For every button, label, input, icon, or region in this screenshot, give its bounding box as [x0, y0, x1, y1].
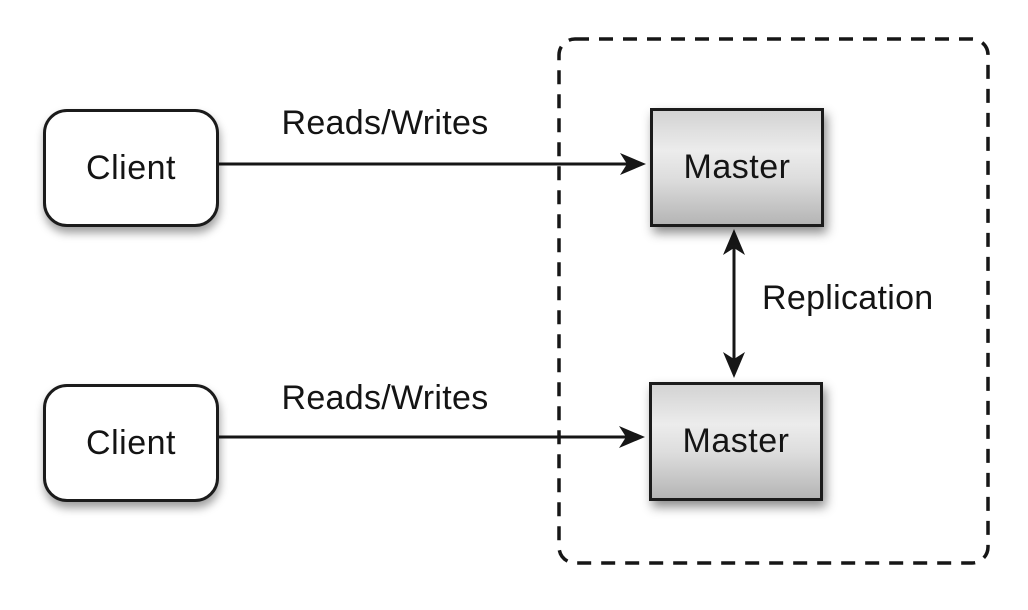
arrowhead-down-icon: [723, 352, 745, 378]
edge-reads-writes-top: [216, 153, 646, 175]
node-master-bottom-label: Master: [682, 422, 790, 460]
edge-replication: [723, 229, 745, 378]
arrowhead-up-icon: [723, 229, 745, 255]
arrowhead-right-icon: [619, 426, 645, 448]
edge-reads-writes-bottom: [216, 426, 645, 448]
masters-group-boundary: [557, 37, 990, 565]
arrowhead-right-icon: [620, 153, 646, 175]
node-master-bottom: Master: [649, 382, 823, 501]
edge-label-reads-writes-top: Reads/Writes: [281, 104, 489, 142]
edge-label-reads-writes-bottom: Reads/Writes: [281, 379, 489, 417]
node-client-top: Client: [43, 109, 219, 227]
node-master-top: Master: [650, 108, 824, 227]
edge-label-replication: Replication: [762, 279, 934, 317]
node-client-top-label: Client: [86, 148, 176, 187]
node-master-top-label: Master: [683, 148, 791, 186]
node-client-bottom: Client: [43, 384, 219, 502]
node-client-bottom-label: Client: [86, 423, 176, 462]
